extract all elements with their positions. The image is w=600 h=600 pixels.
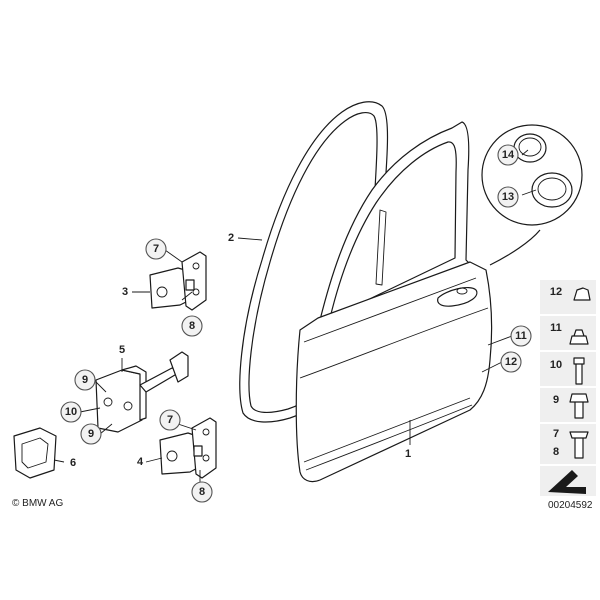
callout-13-label: 13 xyxy=(502,191,514,203)
callout-8-lower: 8 xyxy=(191,481,213,503)
callout-11-label: 11 xyxy=(515,330,527,342)
callout-12-label: 12 xyxy=(505,356,517,368)
callout-9-lower: 9 xyxy=(80,423,102,445)
callout-8-lower-label: 8 xyxy=(199,486,205,498)
callout-12: 12 xyxy=(500,351,522,373)
callout-2-label: 2 xyxy=(228,232,234,244)
callout-4-label: 4 xyxy=(137,456,144,468)
grommet-detail-inset xyxy=(481,124,583,266)
leader-lines xyxy=(53,149,537,484)
legend-label-12: 12 xyxy=(550,286,562,298)
callout-9-upper-label: 9 xyxy=(82,374,88,386)
callout-6-label: 6 xyxy=(70,457,76,469)
arrow-icon xyxy=(548,470,586,494)
callout-9-upper: 9 xyxy=(74,369,96,391)
callout-14: 14 xyxy=(497,144,519,166)
callout-6: 6 xyxy=(70,457,76,469)
callout-2: 2 xyxy=(228,232,234,244)
figure-number: 00204592 xyxy=(548,500,593,511)
legend-label-7: 7 xyxy=(553,428,559,440)
legend-label-10: 10 xyxy=(550,359,562,371)
cover-cap-drawing xyxy=(13,427,57,479)
hex-bolt-icon xyxy=(569,393,589,419)
door-check-drawing xyxy=(95,351,189,433)
callout-10-label: 10 xyxy=(65,406,77,418)
clip-icon xyxy=(569,329,589,345)
callout-5: 5 xyxy=(119,344,125,356)
expanding-rivet-icon xyxy=(573,357,585,385)
callout-7-lower: 7 xyxy=(159,409,181,431)
legend-label-8: 8 xyxy=(553,446,559,458)
front-door-drawing xyxy=(295,121,493,483)
callout-14-label: 14 xyxy=(502,149,515,161)
callout-10: 10 xyxy=(60,401,82,423)
callout-5-label: 5 xyxy=(119,344,125,356)
callout-3-label: 3 xyxy=(122,286,128,298)
callout-8-upper-label: 8 xyxy=(189,320,195,332)
callout-7-upper-label: 7 xyxy=(153,243,159,255)
fastener-legend: 12 11 10 9 7 8 xyxy=(540,280,596,496)
callout-13: 13 xyxy=(497,186,519,208)
callout-7-lower-label: 7 xyxy=(167,414,173,426)
plug-icon xyxy=(573,287,591,301)
callout-4: 4 xyxy=(137,456,144,468)
callout-9-lower-label: 9 xyxy=(88,428,94,440)
legend-label-9: 9 xyxy=(553,394,559,406)
callout-7-upper: 7 xyxy=(145,238,167,260)
callout-3: 3 xyxy=(122,286,128,298)
callout-8-upper: 8 xyxy=(181,315,203,337)
collar-screw-icon xyxy=(569,431,589,459)
upper-hinge-drawing xyxy=(149,251,207,311)
copyright-text: © BMW AG xyxy=(12,498,63,509)
callout-1-label: 1 xyxy=(405,448,411,460)
callout-11: 11 xyxy=(510,325,532,347)
legend-label-11: 11 xyxy=(550,322,562,334)
callout-1: 1 xyxy=(405,448,411,460)
lower-hinge-drawing xyxy=(159,417,217,479)
